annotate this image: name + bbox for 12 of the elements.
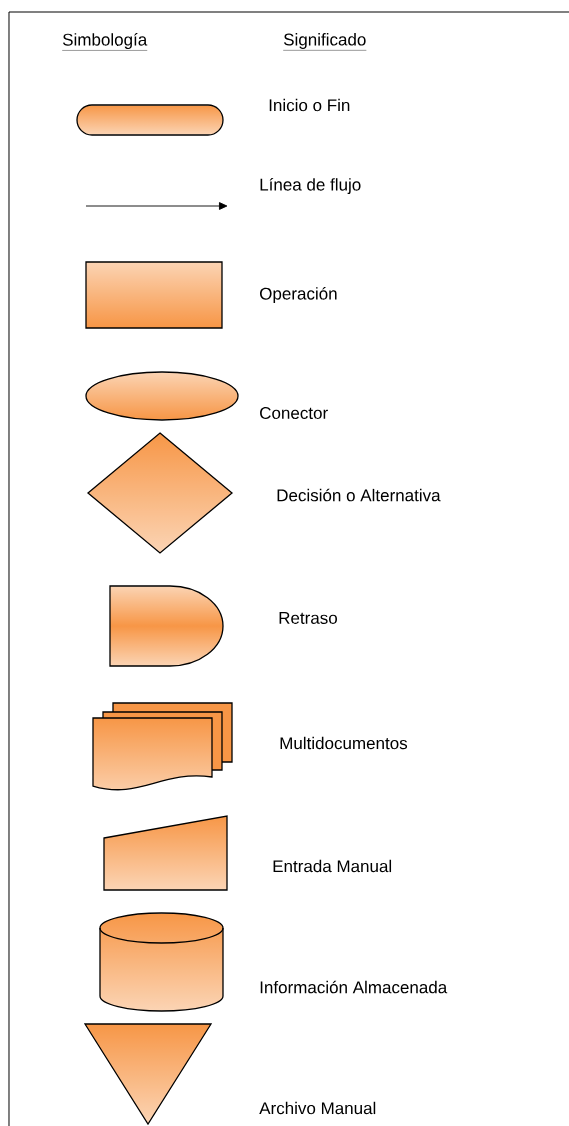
column-header: Simbología [62,33,148,51]
symbol-meaning: Archivo Manual [259,1101,376,1115]
symbol-meaning: Operación [260,287,337,304]
symbol-meaning: Retraso [279,612,337,624]
symbol-meaning: Decisión o Alternativa [277,488,441,502]
symbol-meaning: Inicio o Fin [269,98,350,112]
symbol-meaning: Información Almacenada [260,980,448,994]
symbol-meaning: Multidocumentos [280,736,408,750]
symbol-meaning: Conector [260,407,328,420]
symbol-meaning: Línea de flujo [260,178,361,195]
symbol-meaning: Entrada Manual [273,859,392,873]
column-header: Significado [283,33,367,51]
